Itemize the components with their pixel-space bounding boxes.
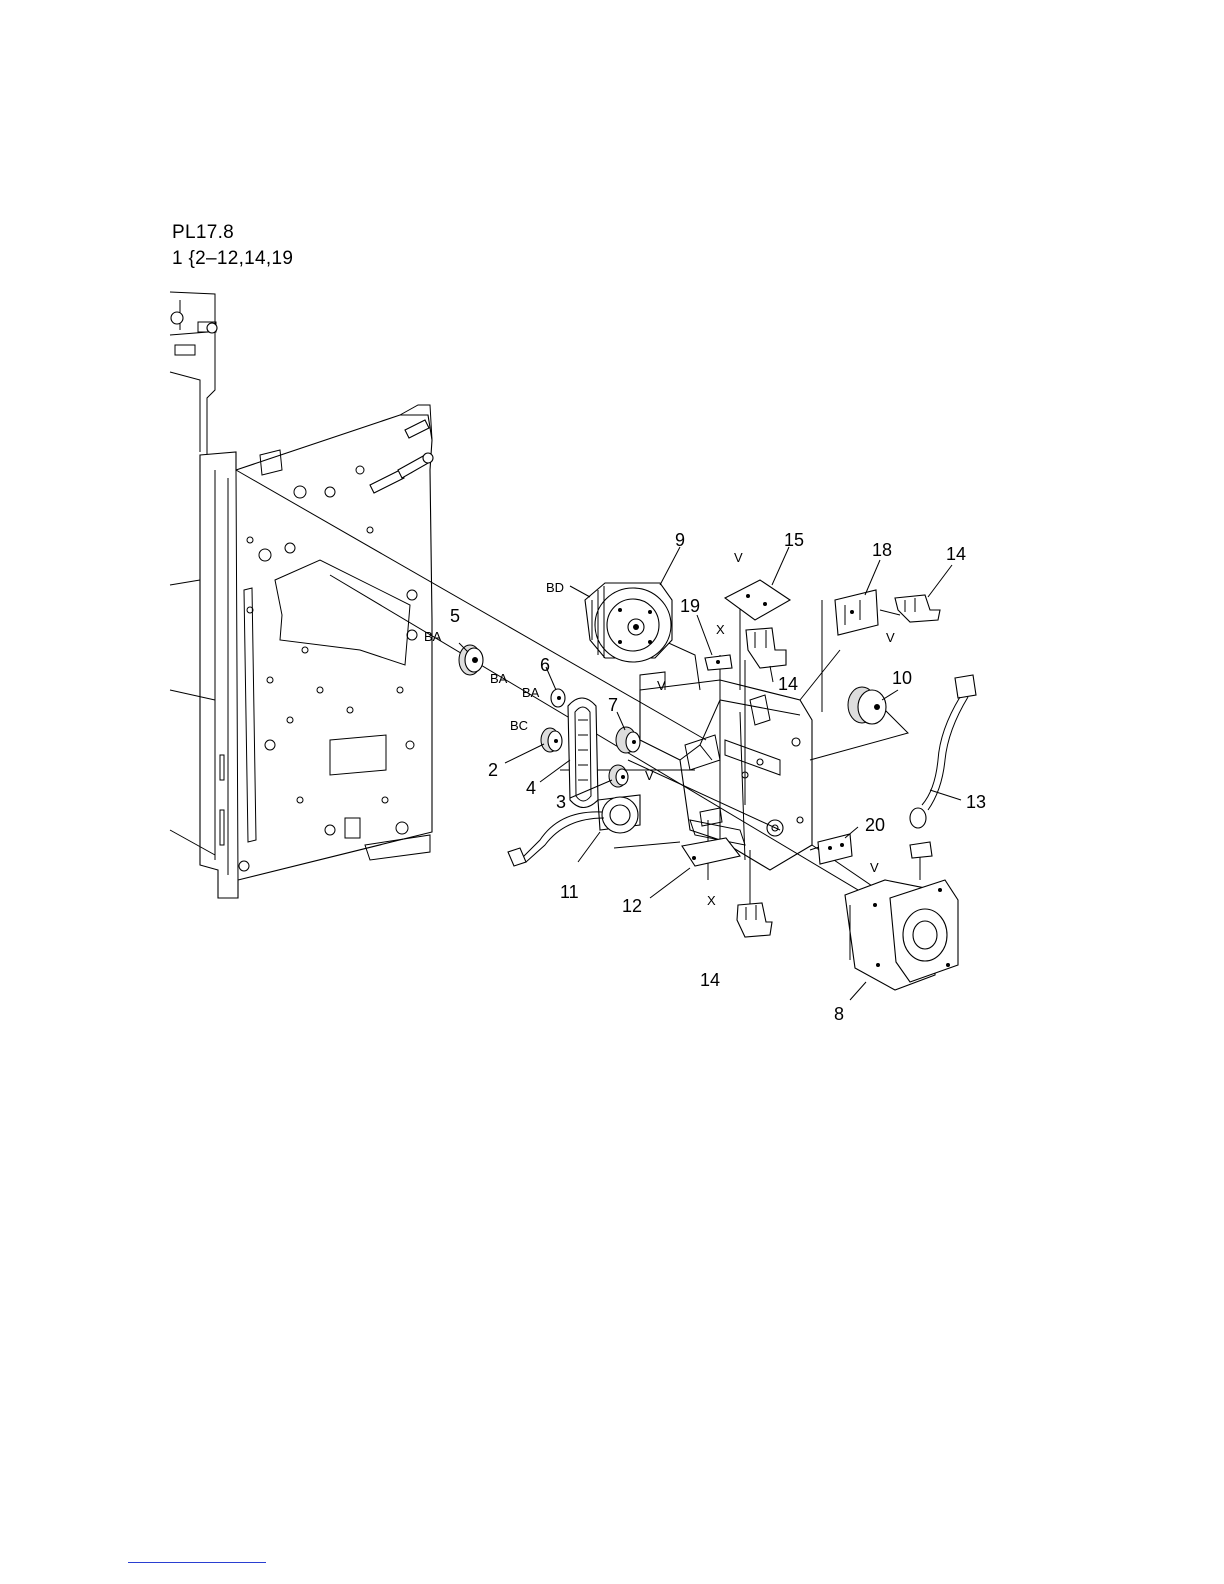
callout-20: 20 — [865, 815, 885, 835]
part-2-gear — [541, 728, 562, 752]
callout-14-lower: 14 — [700, 970, 720, 990]
label-x-1: X — [716, 622, 725, 637]
part-18-bracket — [835, 590, 878, 635]
label-bd: BD — [546, 580, 564, 595]
part-4-belt — [568, 698, 598, 808]
part-20-bracket — [818, 834, 852, 864]
callout-18: 18 — [872, 540, 892, 560]
callout-15: 15 — [784, 530, 804, 550]
part-14-sensor-upper — [746, 628, 786, 668]
label-v-1: V — [734, 550, 743, 565]
part-14-sensor-lower — [737, 903, 772, 937]
label-v-3: V — [645, 768, 654, 783]
callout-4: 4 — [526, 778, 536, 798]
label-v-5: V — [870, 860, 879, 875]
part-3-gear — [609, 765, 628, 787]
callout-14-right: 14 — [946, 544, 966, 564]
callout-3: 3 — [556, 792, 566, 812]
callout-10: 10 — [892, 668, 912, 688]
part-19-bracket — [705, 655, 732, 670]
part-7-gear — [616, 727, 640, 753]
part-15-plate — [725, 580, 790, 620]
callout-5: 5 — [450, 606, 460, 626]
callout-6: 6 — [540, 655, 550, 675]
label-v-4: V — [886, 630, 895, 645]
part-9-gear — [585, 583, 672, 662]
part-8-motor — [845, 880, 958, 990]
label-ba-1: BA — [424, 629, 442, 644]
part-11-solenoid — [508, 795, 640, 866]
callout-13: 13 — [966, 792, 986, 812]
callout-14-upper: 14 — [778, 674, 798, 694]
part-5-gear — [459, 645, 483, 675]
label-ba-3: BA — [522, 685, 540, 700]
part-13-harness — [910, 675, 976, 858]
callout-8: 8 — [834, 1004, 844, 1024]
part-10-gear — [848, 687, 886, 724]
callout-12: 12 — [622, 896, 642, 916]
frame-assembly — [170, 292, 433, 898]
callout-9: 9 — [675, 530, 685, 550]
callout-2: 2 — [488, 760, 498, 780]
callout-7: 7 — [608, 695, 618, 715]
part-14-sensor-right — [895, 595, 940, 622]
footer-rule — [128, 1562, 266, 1563]
callout-19: 19 — [680, 596, 700, 616]
label-v-2: V — [657, 678, 666, 693]
label-ba-2: BA — [490, 671, 508, 686]
label-bc: BC — [510, 718, 528, 733]
label-x-2: X — [707, 893, 716, 908]
part-6-bushing — [551, 689, 565, 707]
callout-11: 11 — [560, 882, 579, 902]
